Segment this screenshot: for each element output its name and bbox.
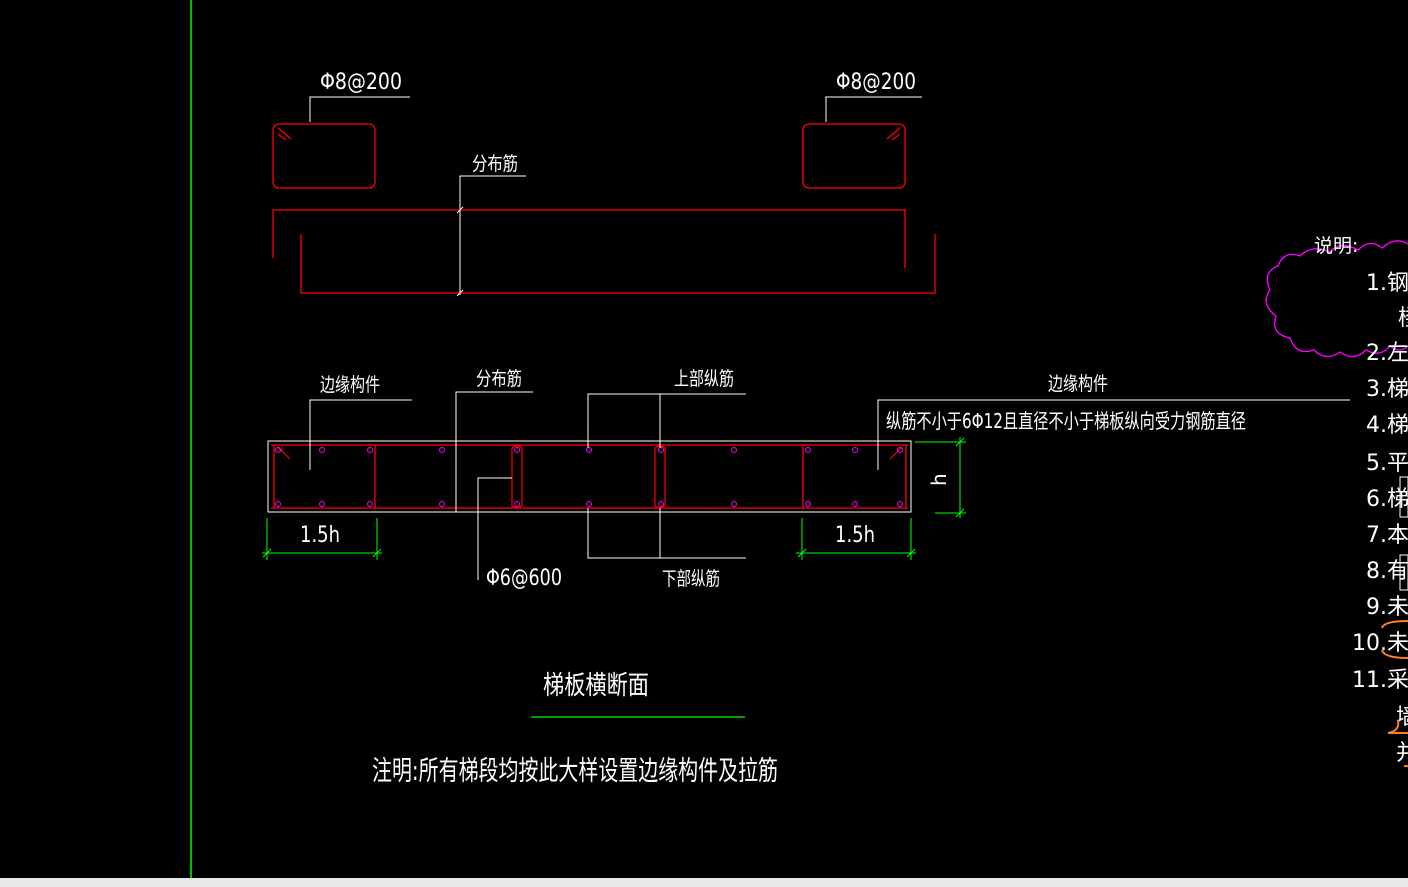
right-dimension-label: 1.5h <box>835 523 875 548</box>
slab-cross-section <box>262 391 1350 580</box>
left-edge-member-label: 边缘构件 <box>320 374 380 396</box>
top-left-rebar-label: Φ8@200 <box>320 70 402 95</box>
leader-line <box>459 175 526 295</box>
notes-item: 4.梯 <box>1366 413 1408 438</box>
notes-item: 7.本 <box>1366 523 1408 548</box>
lower-distribution-bar <box>300 234 936 294</box>
notes-item: 2.左 <box>1366 341 1408 366</box>
edge-member-note: 纵筋不小于6Φ12且直径不小于梯板纵向受力钢筋直径 <box>886 409 1246 433</box>
notes-item: 10.未 <box>1352 631 1408 656</box>
notes-item: 并 <box>1396 741 1408 766</box>
status-strip <box>0 878 1408 887</box>
bottom-bars-label: 下部纵筋 <box>662 568 720 590</box>
selection-marker <box>1399 476 1408 518</box>
section-distribution-label: 分布筋 <box>476 368 522 390</box>
leader-line <box>877 399 1350 470</box>
tick-mark <box>456 289 464 297</box>
top-rebar-detail <box>272 96 936 297</box>
right-stirrup-hook <box>891 133 901 141</box>
notes-list: 1.钢 楼 2.左 3.梯 4.梯 5.平 6.梯 7.本 8.有 9.未 10… <box>1352 271 1408 766</box>
left-stirrup-hook <box>277 127 292 140</box>
tick-mark <box>456 206 464 214</box>
drawing-note: 注明:所有梯段均按此大样设置边缘构件及拉筋 <box>372 756 778 787</box>
top-bars-label: 上部纵筋 <box>674 368 734 390</box>
notes-item: 6.梯 <box>1366 487 1408 512</box>
highlight-mark <box>1387 719 1408 734</box>
tie-hook <box>654 445 666 509</box>
upper-distribution-bar <box>272 209 906 268</box>
section-title: 梯板横断面 <box>543 671 649 701</box>
notes-item: 3.梯 <box>1366 377 1408 402</box>
notes-item: 楼 <box>1398 306 1408 331</box>
right-stirrup <box>802 123 906 189</box>
dimension-lines <box>262 437 966 560</box>
leader-line <box>309 399 412 470</box>
selection-marker <box>1399 554 1408 591</box>
notes-heading: 说明: <box>1314 235 1358 257</box>
right-edge-member-label: 边缘构件 <box>1048 373 1108 395</box>
leader-line <box>587 393 746 448</box>
left-dimension-label: 1.5h <box>300 523 340 548</box>
notes-item: 5.平 <box>1366 451 1408 476</box>
right-stirrup-hook <box>886 127 901 140</box>
notes-item: 8.有 <box>1366 559 1408 584</box>
highlight-mark <box>1381 649 1408 659</box>
leader-line <box>825 96 922 122</box>
tie-label: Φ6@600 <box>486 566 562 591</box>
leader-line <box>477 477 512 580</box>
left-stirrup-hook <box>277 133 287 141</box>
corner-hook <box>889 446 903 460</box>
highlight-mark <box>1381 620 1408 629</box>
rebar-dots <box>275 447 903 507</box>
leader-line <box>587 508 746 559</box>
top-distribution-label: 分布筋 <box>472 153 518 175</box>
notes-item: 1.钢 <box>1366 271 1408 296</box>
slab-outline <box>267 440 912 513</box>
tie-hook <box>511 445 523 509</box>
top-right-rebar-label: Φ8@200 <box>836 70 916 95</box>
height-dimension-label: h <box>927 473 951 486</box>
notes-item: 11.采用 <box>1352 668 1408 693</box>
left-stirrup <box>272 123 376 189</box>
notes-item: 9.未 <box>1366 595 1408 620</box>
leader-line <box>455 391 533 512</box>
leader-line <box>309 96 410 122</box>
revision-cloud <box>1265 240 1408 358</box>
